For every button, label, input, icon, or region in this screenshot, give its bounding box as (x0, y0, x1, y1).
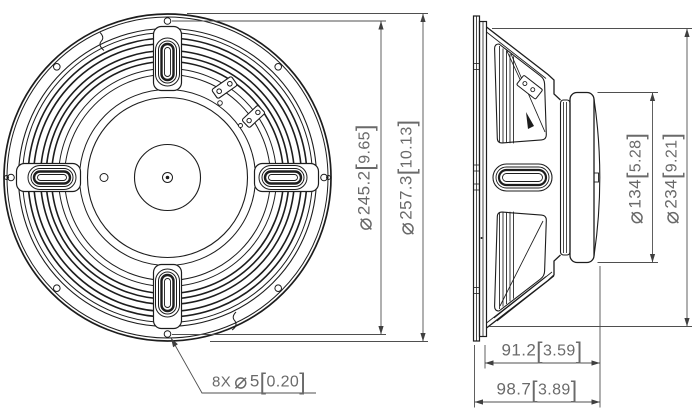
basket-window-lower (493, 211, 555, 322)
diameter-symbol: ⌀ (622, 210, 648, 225)
rivet-dot (238, 123, 243, 128)
dim-label-overall-depth: 98.7[3.89] (496, 376, 578, 403)
mounting-holes (7, 17, 328, 338)
dim-label-ring-diameter: ⌀234[9.21] (658, 132, 685, 225)
magnet-assembly (559, 91, 601, 264)
diameter-symbol: ⌀ (351, 217, 377, 231)
diameter-symbol: ⌀ (658, 210, 684, 225)
dim-label-mounting-holes: 8X⌀5[0.20] (212, 368, 307, 395)
side-vent (492, 163, 553, 192)
dimension-arrowheads (171, 13, 690, 405)
dim-label-mounting-depth: 91.2[3.59] (501, 337, 583, 364)
terminal-side (516, 75, 543, 100)
leader-mounting-holes (170, 337, 316, 394)
rivet-dot (217, 100, 223, 106)
basket-window-upper (494, 43, 547, 144)
dimension-lines (170, 13, 692, 408)
outer-rim-circle (3, 13, 332, 342)
magnet (569, 91, 595, 264)
dim-label-outer-diameter: ⌀257.3[10.13] (393, 119, 420, 236)
speaker-side-view (472, 15, 601, 342)
spoke-vents (26, 37, 309, 319)
speaker-front-view (3, 13, 332, 342)
center-hole (162, 172, 173, 183)
dust-cap-circle (133, 143, 202, 212)
gasket-seam (99, 32, 105, 51)
cone-circle (86, 96, 249, 259)
dim-label-bolt-circle: ⌀245.2[9.65] (351, 124, 378, 231)
front-plate (559, 99, 571, 256)
terminal-bracket-2 (241, 105, 266, 128)
front-gasket (472, 15, 483, 342)
dim-label-magnet-diameter: ⌀134[5.28] (622, 132, 649, 225)
cone-vent-hole (99, 173, 109, 182)
diameter-symbol: ⌀ (234, 368, 248, 394)
terminal-bracket-1 (211, 76, 238, 99)
gasket-seam (231, 311, 237, 331)
back-plate-curve (593, 98, 601, 257)
diameter-symbol: ⌀ (393, 221, 419, 236)
mounting-flange (478, 20, 488, 338)
